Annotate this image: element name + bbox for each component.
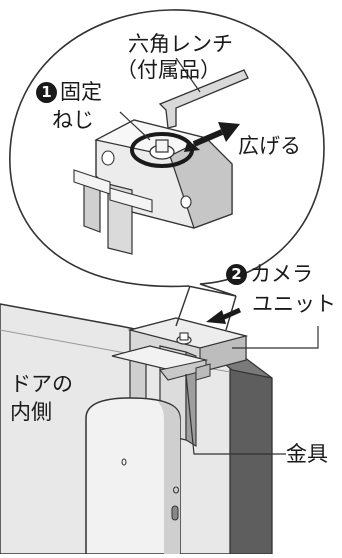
step-1-badge: 1: [36, 82, 57, 103]
camera-unit-line2: ユニット: [252, 292, 336, 316]
label-door-inside-line2: 内側: [10, 400, 52, 424]
magnified-view: [9, 9, 325, 331]
indoor-unit: [85, 397, 181, 555]
insert-arrow: [206, 307, 242, 324]
camera-unit-line1: カメラ: [250, 262, 313, 286]
camera-unit-leader: [232, 326, 319, 349]
label-hex-wrench: 六角レンチ: [128, 32, 233, 56]
label-widen: 広げる: [238, 134, 301, 158]
label-included: （付属品）: [116, 58, 221, 82]
hex-wrench-shape: [158, 69, 249, 129]
fixing-screw-line1: 固定: [60, 80, 102, 104]
widen-arrow: [192, 129, 224, 147]
step-2-badge: 2: [226, 264, 247, 285]
fixing-screw-line2: ねじ: [52, 108, 94, 132]
bracket-leader: [185, 373, 286, 455]
door-edge: [229, 354, 273, 555]
label-door-inside-line1: ドアの: [10, 372, 73, 396]
label-bracket: 金具: [286, 442, 328, 466]
